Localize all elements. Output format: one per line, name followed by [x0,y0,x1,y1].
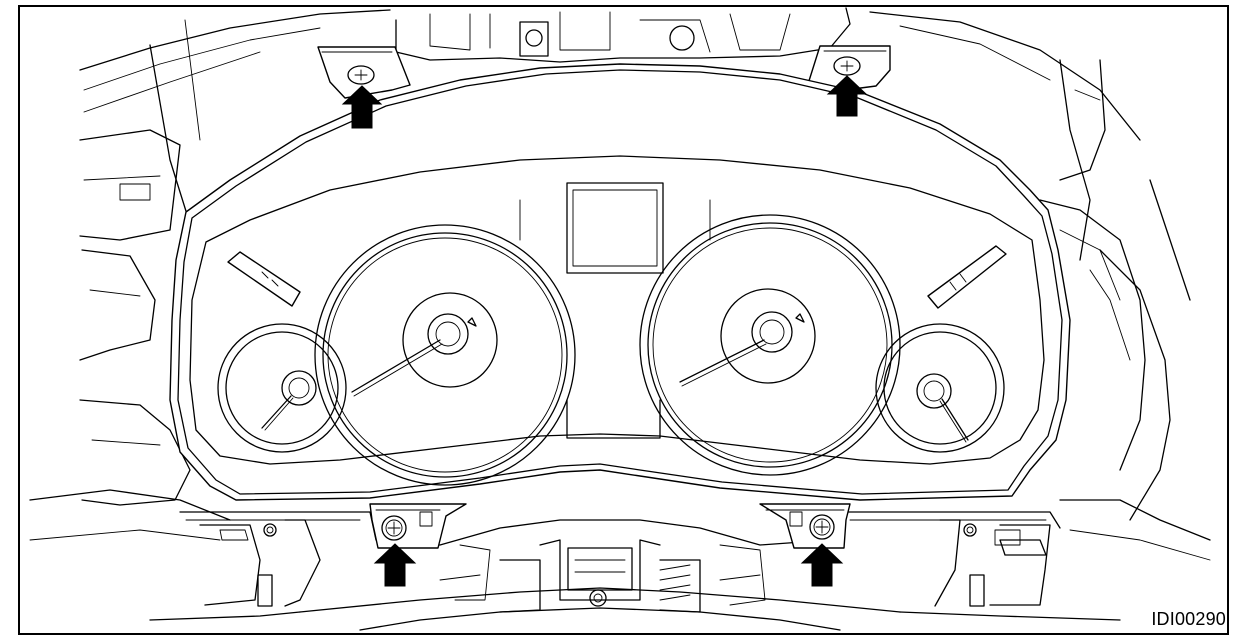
up-arrow-icon [826,75,868,117]
up-arrow-icon [800,543,844,587]
figure-id-label: IDI00290 [1151,609,1226,629]
screw-icon [381,515,407,541]
right-locating-pin [927,245,1007,309]
lower-left-mounting-tab [369,503,467,549]
combination-meter [169,63,1071,549]
lower-right-mounting-tab [759,503,851,549]
upper-left-mounting-tab [317,46,411,99]
small-left-gauge [217,323,347,453]
screw-icon [347,65,375,85]
screw-icon [809,514,835,540]
up-arrow-icon [341,85,383,129]
large-left-gauge [314,224,576,486]
screw-icon [833,56,861,76]
up-arrow-icon [373,543,417,587]
dashboard-surround [29,7,1211,561]
small-right-gauge [875,323,1005,453]
figure-frame [18,5,1229,635]
left-locating-pin [227,251,301,307]
steering-column-area [149,511,1121,631]
